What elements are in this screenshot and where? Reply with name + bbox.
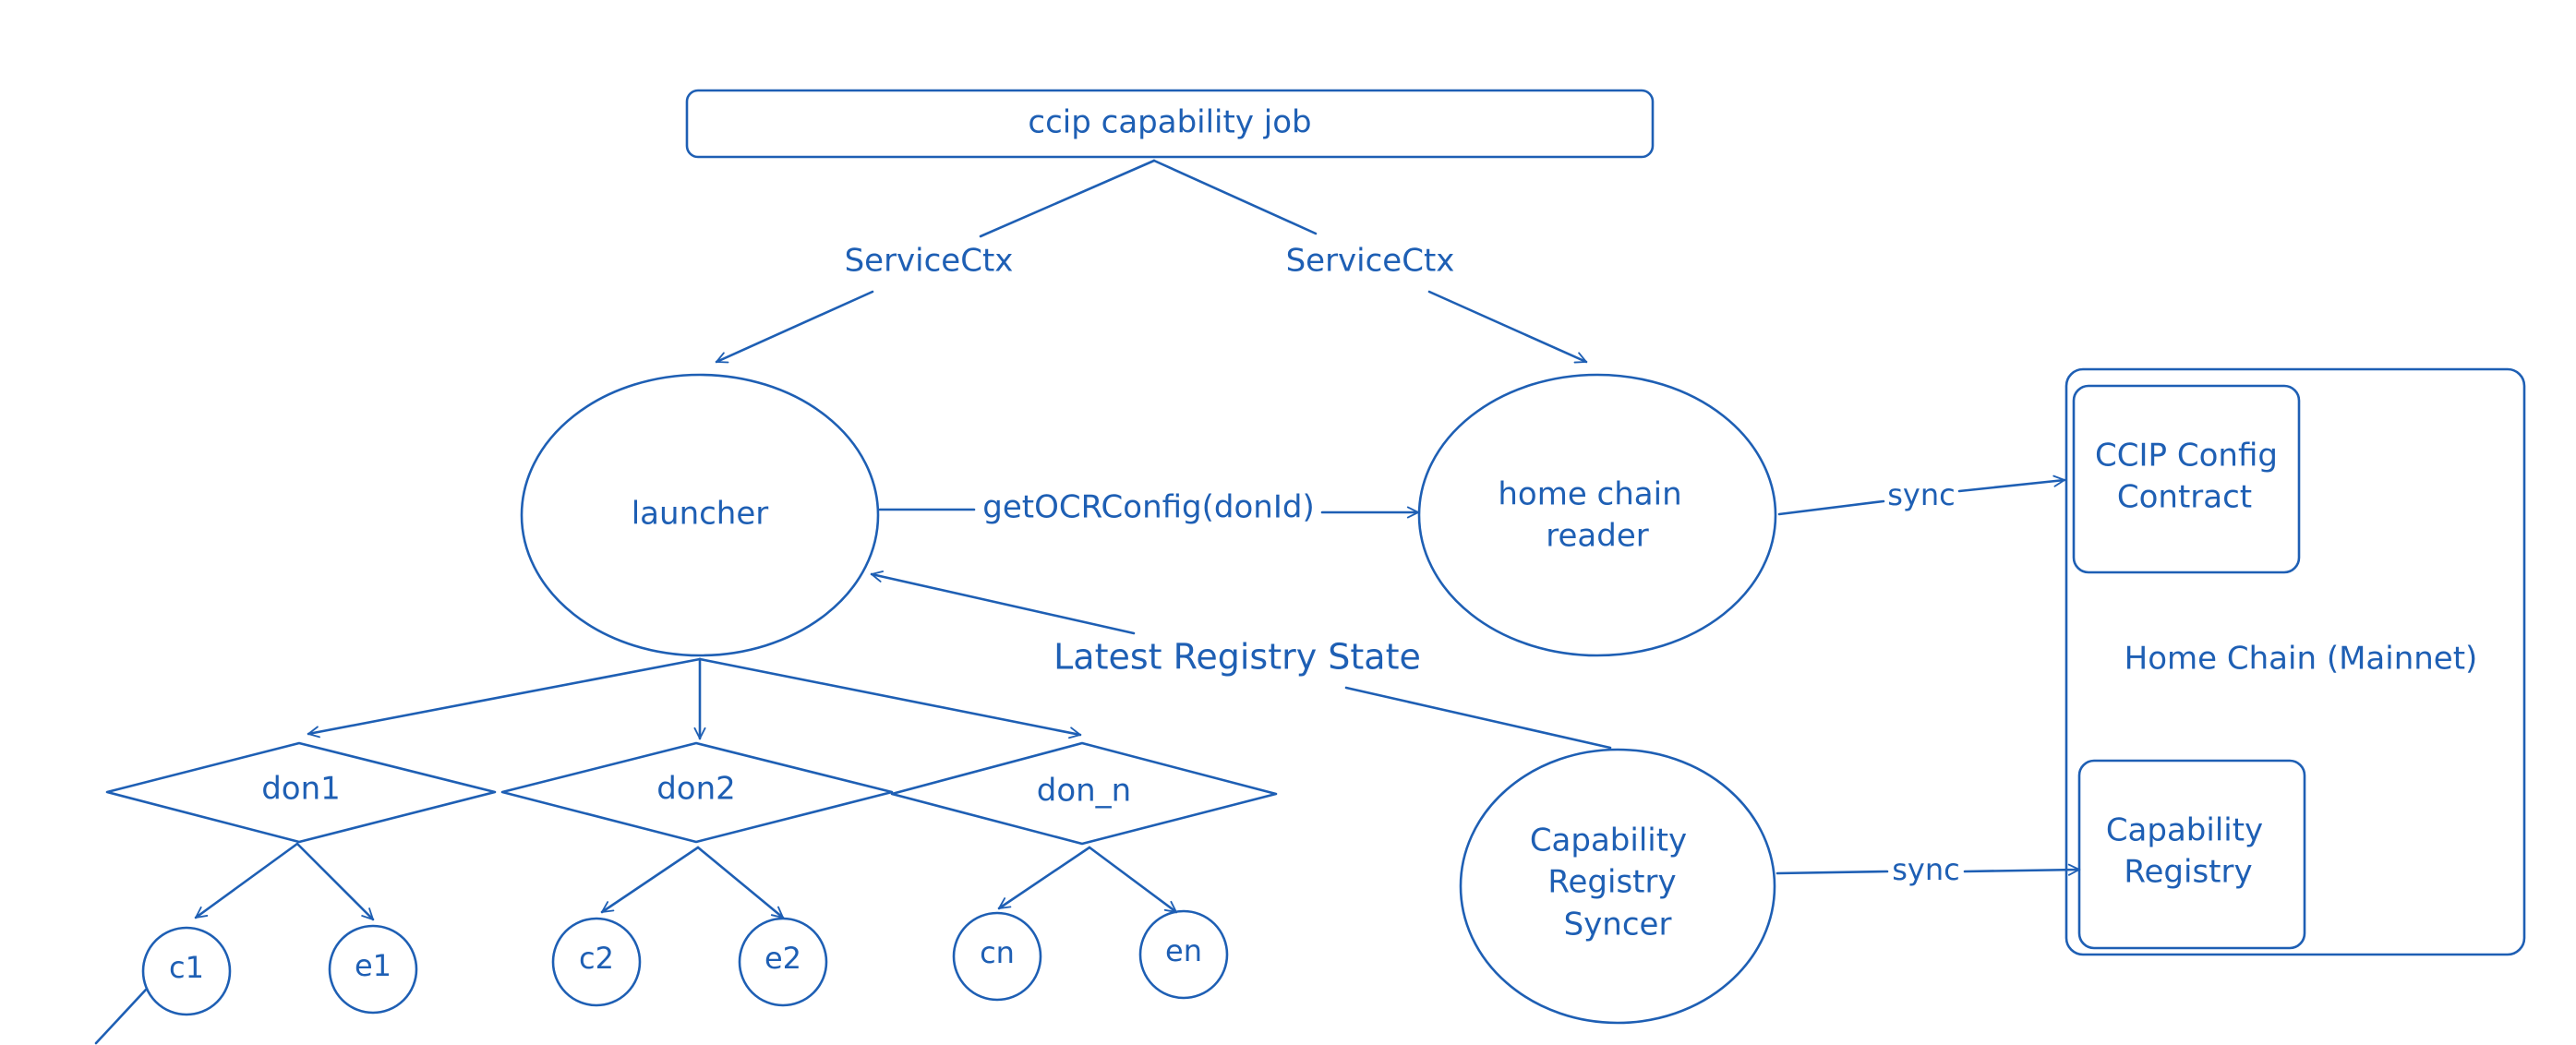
servicectx-left-label: ServiceCtx xyxy=(845,243,1014,280)
edge-servicectx-left-to-launcher xyxy=(715,290,874,364)
edge-don1-to-c1 xyxy=(194,842,299,919)
c1-label: c1 xyxy=(169,950,204,985)
edge-launcher-to-don1 xyxy=(307,657,702,739)
syncer-line3: Syncer xyxy=(1564,907,1672,943)
home-chain-reader-line2: reader xyxy=(1546,518,1648,555)
capability-registry-line1: Capability xyxy=(2106,812,2263,849)
launcher-node: launcher xyxy=(520,373,880,657)
e1-node: e1 xyxy=(328,924,418,1015)
don-n-label: don_n xyxy=(1037,773,1131,810)
home-chain-label: Home Chain (Mainnet) xyxy=(2125,641,2478,678)
ccip-config-outline xyxy=(2072,384,2301,574)
c1-node: c1 xyxy=(141,926,232,1016)
en-circle xyxy=(1138,909,1229,1000)
syncer-line2: Registry xyxy=(1547,864,1676,901)
job-label: ccip capability job xyxy=(1028,104,1311,141)
don-n-node: don_n xyxy=(890,741,1278,846)
don1-diamond xyxy=(105,741,497,844)
edge-reader-to-ccip-config: sync xyxy=(1777,474,2066,516)
edge-don1-to-e1 xyxy=(295,842,375,921)
don1-label: don1 xyxy=(261,771,341,808)
edge-latest-state-lower xyxy=(1344,686,1612,750)
syncer-ellipse xyxy=(1459,748,1776,1025)
edge-launcher-to-don-n xyxy=(698,657,1082,739)
don-n-diamond xyxy=(890,741,1278,846)
en-node: en xyxy=(1138,909,1229,1000)
latest-registry-state-label: Latest Registry State xyxy=(1053,637,1421,678)
job-box-outline xyxy=(685,89,1655,159)
e1-label: e1 xyxy=(355,948,391,983)
capability-registry-contract: Capability Registry xyxy=(2077,759,2306,950)
edge-syncer-to-capability-registry: sync xyxy=(1776,852,2081,887)
launcher-label: launcher xyxy=(632,496,769,533)
ccip-config-contract: CCIP Config Contract xyxy=(2072,384,2301,574)
edge-job-to-home-chain-reader: ServiceCtx xyxy=(1152,159,1588,364)
edge-sync-registry-right xyxy=(1963,863,2081,876)
home-chain-reader-node: home chain reader xyxy=(1417,373,1777,657)
edge-launcher-to-reader: getOCRConfig(donId) xyxy=(878,489,1420,526)
c1-circle xyxy=(141,926,232,1016)
sync-config-label: sync xyxy=(1887,477,1955,512)
edge-don-n-to-cn xyxy=(997,846,1091,910)
edge-don2-to-e2 xyxy=(696,846,785,919)
e2-node: e2 xyxy=(738,917,828,1007)
edges-dons-to-children xyxy=(194,842,1178,921)
ccip-config-line2: Contract xyxy=(2117,479,2252,516)
servicectx-right-label: ServiceCtx xyxy=(1286,243,1455,280)
e2-label: e2 xyxy=(764,941,801,976)
capability-registry-outline xyxy=(2077,759,2306,950)
capability-registry-line2: Registry xyxy=(2124,854,2252,891)
cn-label: cn xyxy=(980,935,1015,970)
edge-sync-config-left xyxy=(1777,499,1885,516)
edge-latest-state-upper xyxy=(870,571,1136,635)
edge-job-to-servicectx-right xyxy=(1152,159,1318,235)
c2-label: c2 xyxy=(579,941,614,976)
edge-servicectx-right-to-reader xyxy=(1427,290,1588,364)
don2-diamond xyxy=(500,741,894,844)
c2-node: c2 xyxy=(551,917,642,1007)
sync-registry-label: sync xyxy=(1892,852,1959,887)
edge-job-to-launcher: ServiceCtx xyxy=(715,159,1156,364)
edge-c1-offscreen xyxy=(94,988,148,1045)
edge-don-n-to-en xyxy=(1088,846,1178,914)
edge-syncer-to-launcher: Latest Registry State xyxy=(870,571,1612,750)
cn-circle xyxy=(952,911,1042,1002)
launcher-ellipse xyxy=(520,373,880,657)
en-label: en xyxy=(1165,933,1202,968)
capability-registry-syncer-node: Capability Registry Syncer xyxy=(1459,748,1776,1025)
edges-launcher-to-dons xyxy=(307,657,1082,740)
cn-node: cn xyxy=(952,911,1042,1002)
home-chain-mainnet-container: Home Chain (Mainnet) CCIP Config Contrac… xyxy=(2064,367,2526,956)
home-chain-outline xyxy=(2064,367,2526,956)
c2-circle xyxy=(551,917,642,1007)
get-ocr-config-label: getOCRConfig(donId) xyxy=(982,489,1314,526)
ccip-config-line1: CCIP Config xyxy=(2095,438,2278,474)
don2-label: don2 xyxy=(656,771,736,808)
home-chain-reader-ellipse xyxy=(1417,373,1777,657)
edge-don2-to-c2 xyxy=(600,846,700,914)
don2-node: don2 xyxy=(500,741,894,844)
ccip-capability-job-box: ccip capability job xyxy=(685,89,1655,159)
syncer-line1: Capability xyxy=(1530,823,1687,859)
edge-job-to-servicectx-left xyxy=(979,159,1156,238)
e2-circle xyxy=(738,917,828,1007)
edge-sync-registry-left xyxy=(1776,870,1889,875)
home-chain-reader-line1: home chain xyxy=(1498,476,1681,513)
e1-circle xyxy=(328,924,418,1015)
don1-node: don1 xyxy=(105,741,497,844)
edge-sync-config-right xyxy=(1957,474,2066,493)
